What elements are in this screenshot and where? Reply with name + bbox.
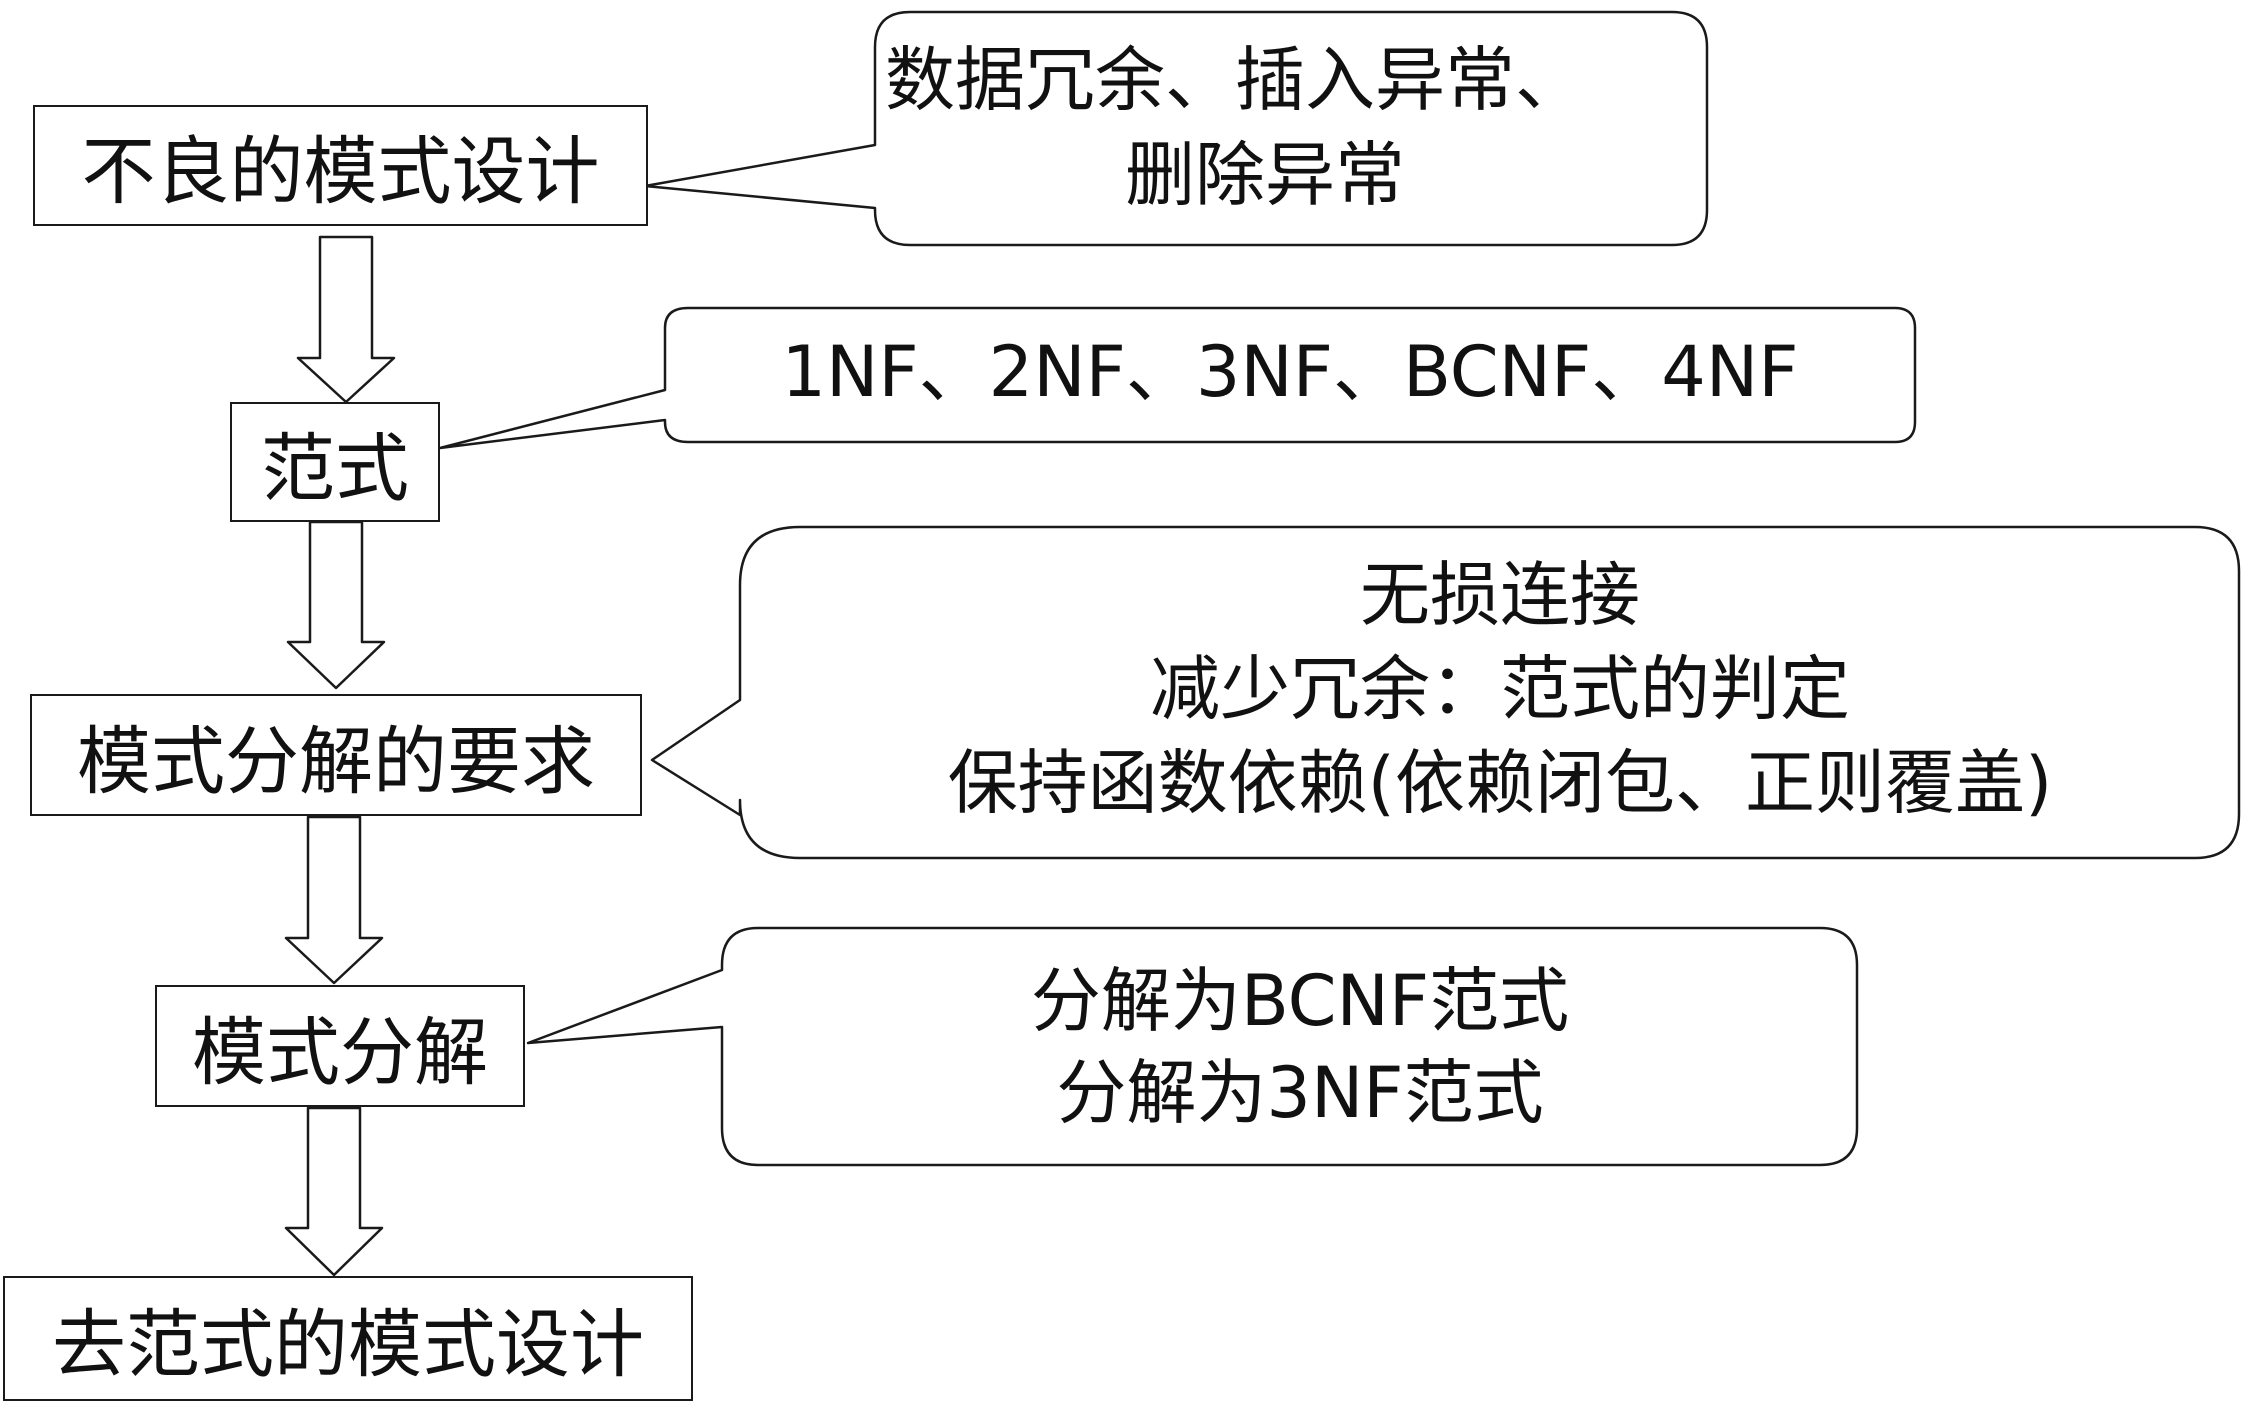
callout-line: 删除异常 [1125, 134, 1405, 216]
callout-line: 分解为BCNF范式 [1030, 960, 1570, 1042]
arrow-down-icon [284, 815, 384, 985]
step-label: 不良的模式设计 [81, 129, 600, 215]
callout-normal-forms-text: 1NF、2NF、3NF、BCNF、4NF [690, 325, 1890, 420]
callout-bubble-normal-forms [438, 306, 1917, 450]
step-denormalized-design: 去范式的模式设计 [3, 1276, 693, 1401]
step-decomposition-requirements: 模式分解的要求 [30, 694, 642, 816]
callout-bubble-decomposition [526, 926, 1859, 1167]
step-label: 范式 [261, 425, 409, 512]
step-normal-forms: 范式 [230, 402, 440, 522]
callout-anomalies-text: 数据冗余、插入异常、 删除异常 [885, 33, 1685, 223]
callout-line: 1NF、2NF、3NF、BCNF、4NF [781, 331, 1799, 413]
step-label: 去范式的模式设计 [52, 1302, 644, 1388]
callout-bubble-requirements [650, 525, 2241, 860]
callout-line: 保持函数依赖(依赖闭包、正则覆盖) [947, 742, 2053, 824]
step-label: 模式分解的要求 [77, 718, 595, 805]
callout-line: 减少冗余：范式的判定 [1150, 648, 1850, 730]
arrow-down-icon [284, 1106, 384, 1277]
arrow-down-icon [286, 520, 386, 690]
callout-requirements-text: 无损连接 减少冗余：范式的判定 保持函数依赖(依赖闭包、正则覆盖) [800, 548, 2200, 830]
arrow-down-icon [296, 235, 396, 404]
step-schema-decomposition: 模式分解 [155, 985, 525, 1107]
callout-line: 无损连接 [1360, 554, 1640, 636]
step-bad-schema-design: 不良的模式设计 [33, 105, 648, 226]
callout-bubble-anomalies [643, 10, 1709, 247]
callout-line: 分解为3NF范式 [1056, 1052, 1544, 1134]
callout-line: 数据冗余、插入异常、 [885, 39, 1585, 121]
step-label: 模式分解 [192, 1009, 488, 1096]
callout-decomposition-text: 分解为BCNF范式 分解为3NF范式 [850, 955, 1750, 1139]
